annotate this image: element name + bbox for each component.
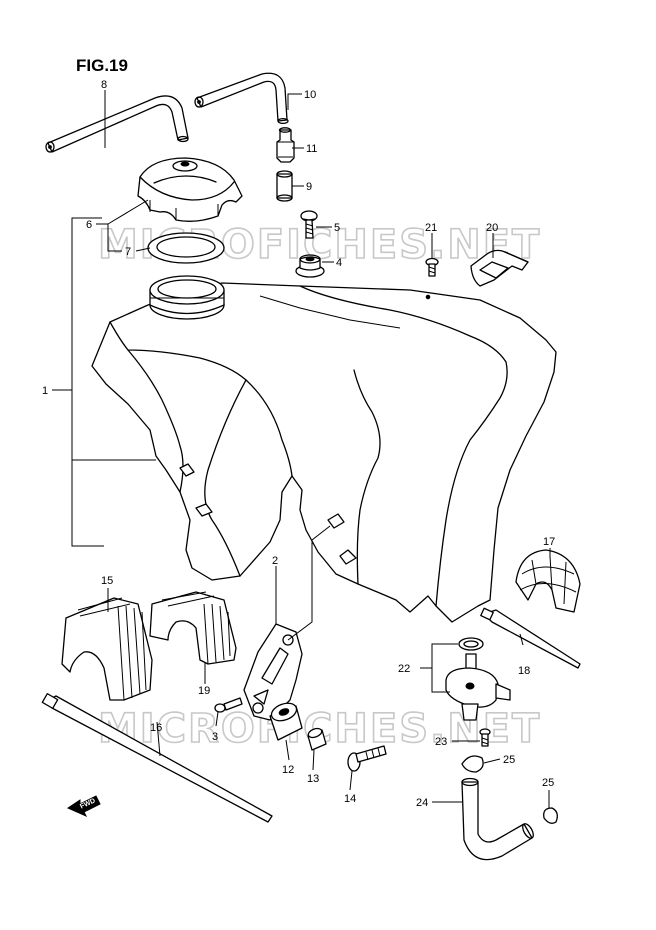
callout-8: 8 — [101, 79, 107, 91]
callout-25-lower: 25 — [542, 777, 554, 789]
vent-hose-part — [194, 72, 289, 125]
screw-21-part — [425, 257, 439, 277]
forward-direction-badge: FWD — [66, 795, 101, 818]
callout-24: 24 — [416, 797, 428, 809]
collar-13-part — [307, 727, 327, 751]
tie-band-18-part — [480, 607, 581, 669]
callout-1: 1 — [42, 385, 48, 397]
breather-valve-part — [276, 127, 295, 163]
hose-clip-25-part — [461, 755, 558, 824]
cushion-4-part — [295, 254, 325, 278]
fuel-cock-part — [445, 637, 511, 721]
cap-gasket-part — [147, 232, 225, 264]
callout-3: 3 — [212, 731, 218, 743]
leader-lines — [52, 90, 551, 808]
callout-16: 16 — [150, 722, 162, 734]
callout-5: 5 — [334, 222, 340, 234]
callout-labels: 8 10 11 9 5 4 6 7 21 20 1 2 3 12 13 14 1… — [42, 79, 555, 809]
callout-15: 15 — [101, 575, 113, 587]
cover-19-part — [149, 591, 237, 665]
callout-12: 12 — [282, 764, 294, 776]
callout-23: 23 — [435, 736, 447, 748]
figure-title: FIG.19 — [76, 56, 128, 75]
callout-21: 21 — [425, 222, 437, 234]
callout-11: 11 — [306, 143, 317, 155]
clip-20-part — [470, 249, 529, 287]
callout-13: 13 — [307, 773, 319, 785]
callout-22: 22 — [398, 663, 410, 675]
bracket-2-part — [243, 623, 303, 721]
callout-25-upper: 25 — [503, 754, 515, 766]
bolt-14-part — [347, 745, 387, 772]
callout-6: 6 — [86, 219, 92, 231]
callout-18: 18 — [518, 665, 530, 677]
callout-17: 17 — [543, 536, 555, 548]
tie-band-16-part — [41, 693, 273, 823]
screw-23-part — [479, 728, 491, 747]
breather-hose-part — [45, 95, 189, 153]
short-hose-part — [276, 170, 293, 202]
callout-19: 19 — [198, 685, 210, 697]
callout-7: 7 — [125, 246, 131, 258]
cover-17-part — [515, 549, 581, 613]
bolt-5-part — [300, 210, 318, 239]
bolt-3-part — [214, 697, 243, 713]
fuel-hose-24-part — [461, 777, 534, 861]
callout-20: 20 — [486, 222, 498, 234]
cushion-12-part — [269, 702, 303, 741]
callout-9: 9 — [306, 181, 312, 193]
callout-4: 4 — [336, 257, 342, 269]
callout-14: 14 — [344, 793, 356, 805]
fuel-cap-part — [137, 157, 243, 222]
callout-10: 10 — [304, 89, 316, 101]
fuel-tank-part — [91, 275, 557, 623]
cover-15-part — [61, 597, 153, 701]
callout-2: 2 — [272, 555, 278, 567]
